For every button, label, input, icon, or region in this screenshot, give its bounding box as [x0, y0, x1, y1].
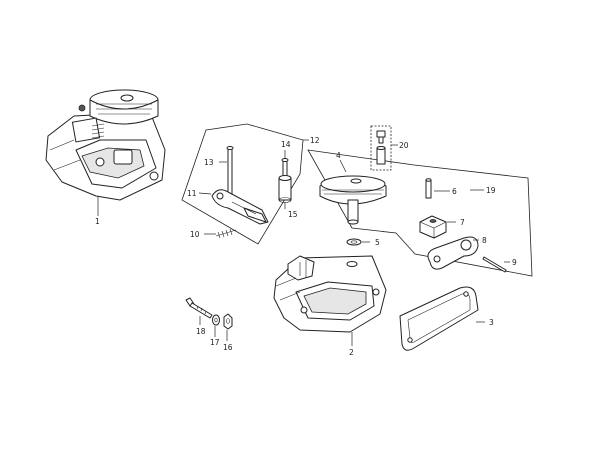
leader-4 — [339, 159, 347, 173]
part-7-slider-block — [419, 215, 447, 239]
callout-13: 13 — [204, 158, 214, 167]
callout-3: 3 — [489, 318, 494, 327]
part-13-pin — [226, 146, 234, 197]
part-8-link-arm — [427, 236, 479, 270]
callout-15: 15 — [288, 210, 298, 219]
leader-11 — [198, 192, 212, 195]
group-12-outline — [181, 123, 304, 245]
part-18-bolt — [185, 297, 213, 319]
callout-17: 17 — [210, 338, 220, 347]
callout-8: 8 — [482, 236, 487, 245]
callout-16: 16 — [223, 343, 233, 352]
callout-2: 2 — [349, 348, 354, 357]
part-14-small-pin — [281, 158, 289, 177]
part-11-lever-arm — [211, 189, 269, 225]
callout-10: 10 — [190, 230, 200, 239]
callout-18: 18 — [196, 327, 206, 336]
callout-9: 9 — [512, 258, 517, 267]
callout-5: 5 — [375, 238, 380, 247]
callout-19: 19 — [486, 186, 496, 195]
callout-12: 12 — [310, 136, 320, 145]
part-20-bolt-sleeve — [370, 125, 392, 171]
part-2-housing — [273, 255, 387, 333]
callout-14: 14 — [281, 140, 291, 149]
callout-7: 7 — [460, 218, 465, 227]
part-1-assembled-housing — [45, 89, 166, 201]
callout-11: 11 — [187, 189, 197, 198]
part-5-washer — [346, 238, 362, 246]
part-16-nut — [223, 313, 233, 330]
part-17-washer — [212, 314, 220, 326]
part-6-dowel-pin — [425, 178, 432, 199]
part-4-gear-sector — [319, 175, 387, 225]
callout-20: 20 — [399, 141, 409, 150]
part-9-rod — [482, 256, 507, 273]
callout-1: 1 — [95, 217, 100, 226]
part-3-gasket — [399, 286, 479, 351]
callout-6: 6 — [452, 187, 457, 196]
callout-4: 4 — [336, 151, 341, 160]
part-15-bushing — [278, 175, 292, 203]
group-19-outline — [307, 149, 533, 277]
part-10-spring — [215, 228, 237, 239]
